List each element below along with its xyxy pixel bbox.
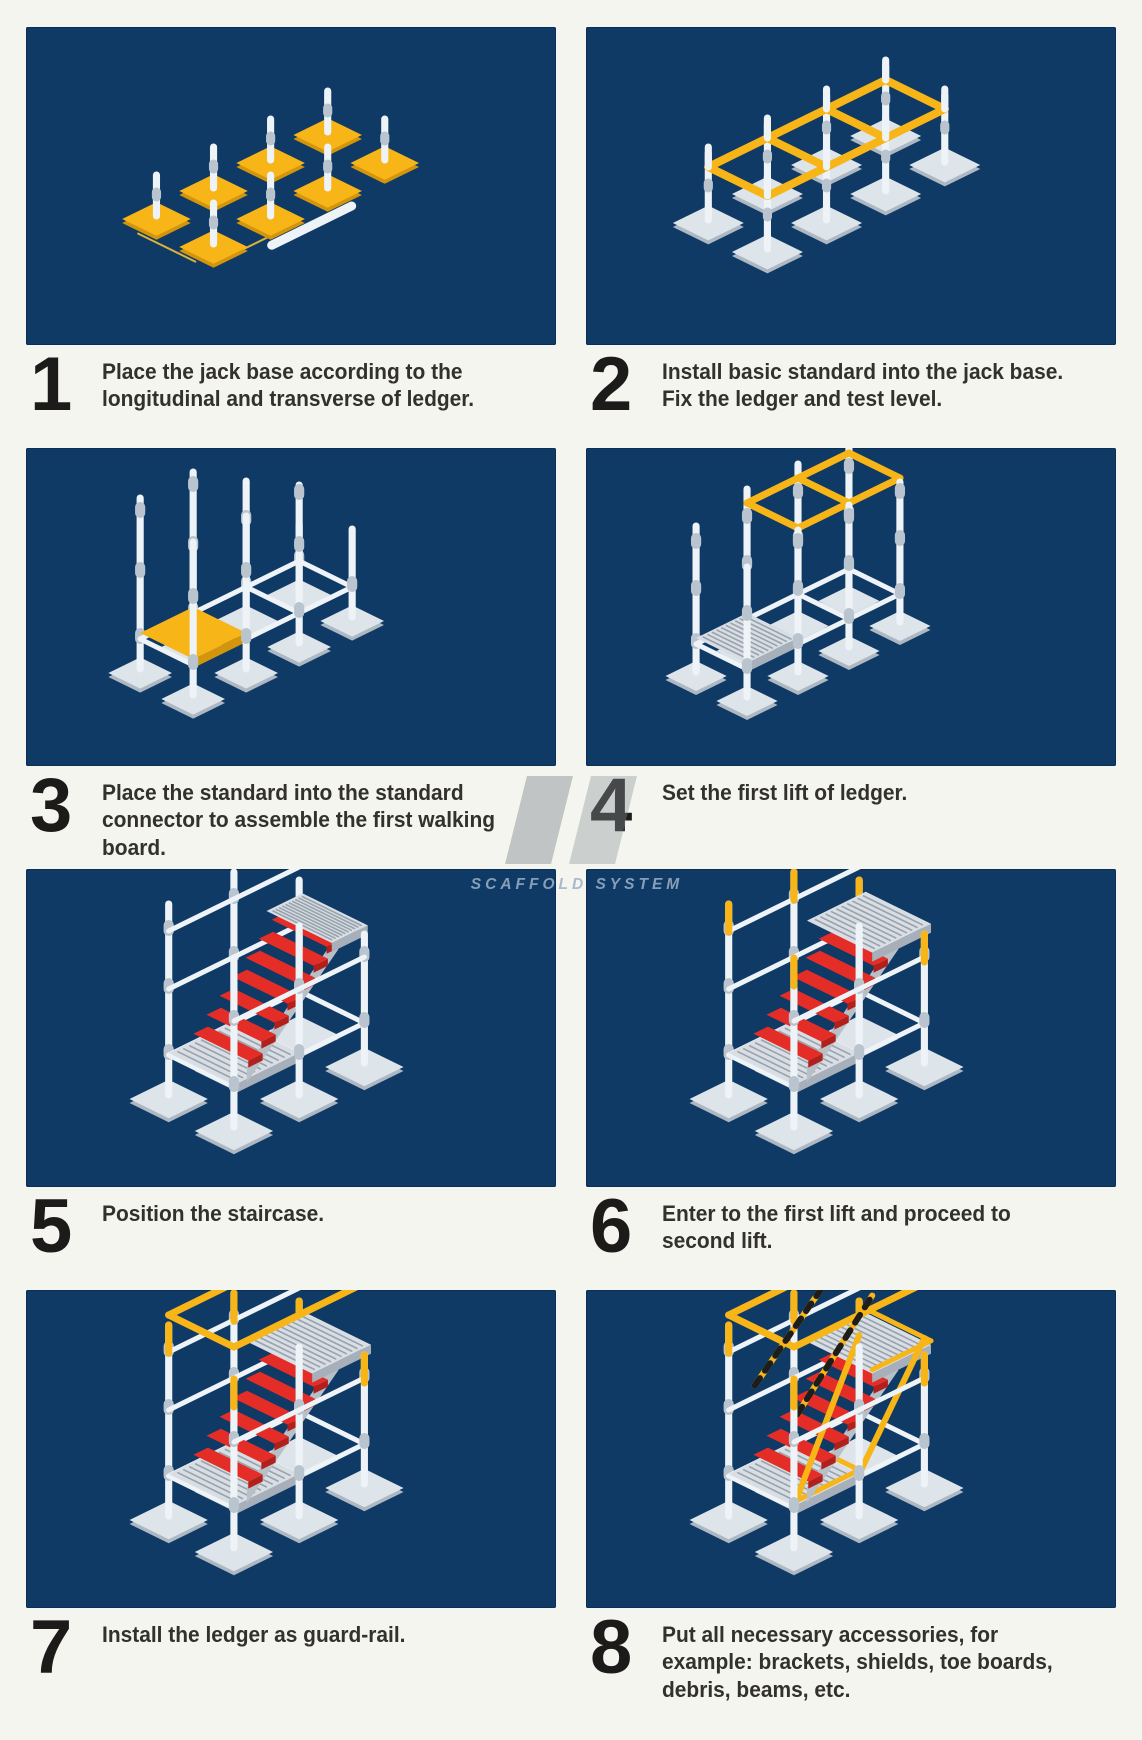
steps-grid: 1 Place the jack base according to the l… (26, 27, 1116, 1711)
step-number: 3 (30, 763, 72, 848)
step-number: 6 (590, 1184, 632, 1269)
step-8: 8 Put all necessary accessories, for exa… (586, 1290, 1116, 1711)
step-caption: Place the standard into the standard con… (102, 780, 496, 860)
step-caption-row: 1 Place the jack base according to the l… (26, 345, 556, 448)
step-number: 7 (30, 1605, 72, 1690)
step-number: 8 (590, 1605, 632, 1690)
scaffold-illustration (122, 87, 420, 268)
step-3: 3 Place the standard into the standard c… (26, 448, 556, 869)
step-1: 1 Place the jack base according to the l… (26, 27, 556, 448)
step-caption: Place the jack base according to the lon… (102, 359, 475, 412)
step-caption-row: 8 Put all necessary accessories, for exa… (586, 1608, 1116, 1711)
scaffold-illustration (108, 468, 384, 719)
illustration-panel (26, 869, 556, 1187)
step-number: 4 (590, 763, 632, 848)
step-caption-row: 2 Install basic standard into the jack b… (586, 345, 1116, 448)
scaffold-illustration (129, 869, 404, 1155)
step-number: 5 (30, 1184, 72, 1269)
scaffold-illustration (665, 448, 931, 720)
illustration-panel (586, 27, 1116, 345)
step-number: 1 (30, 342, 72, 427)
step-2: 2 Install basic standard into the jack b… (586, 27, 1116, 448)
step-caption-row: 4 Set the first lift of ledger. (586, 766, 1116, 869)
illustration-panel (26, 448, 556, 766)
illustration-panel (586, 448, 1116, 766)
step-caption-row: 3 Place the standard into the standard c… (26, 766, 556, 869)
step-5: 5 Position the staircase. (26, 869, 556, 1290)
scaffold-illustration (672, 56, 981, 274)
illustration-panel (586, 1290, 1116, 1608)
step-caption-row: 7 Install the ledger as guard-rail. (26, 1608, 556, 1711)
scaffold-illustration (689, 869, 964, 1155)
step-number: 2 (590, 342, 632, 427)
step-7: 7 Install the ledger as guard-rail. (26, 1290, 556, 1711)
step-caption: Put all necessary accessories, for examp… (662, 1622, 1053, 1702)
step-caption: Set the first lift of ledger. (662, 780, 908, 805)
scaffold-illustration (129, 1290, 404, 1576)
scaffold-illustration (689, 1290, 964, 1576)
step-4: 4 Set the first lift of ledger. (586, 448, 1116, 869)
step-caption: Install basic standard into the jack bas… (662, 359, 1064, 412)
step-caption: Install the ledger as guard-rail. (102, 1622, 406, 1647)
illustration-panel (26, 1290, 556, 1608)
step-caption-row: 5 Position the staircase. (26, 1187, 556, 1290)
step-caption: Enter to the first lift and proceed to s… (662, 1201, 1011, 1254)
step-caption-row: 6 Enter to the first lift and proceed to… (586, 1187, 1116, 1290)
illustration-panel (26, 27, 556, 345)
step-caption: Position the staircase. (102, 1201, 325, 1226)
step-6: 6 Enter to the first lift and proceed to… (586, 869, 1116, 1290)
illustration-panel (586, 869, 1116, 1187)
